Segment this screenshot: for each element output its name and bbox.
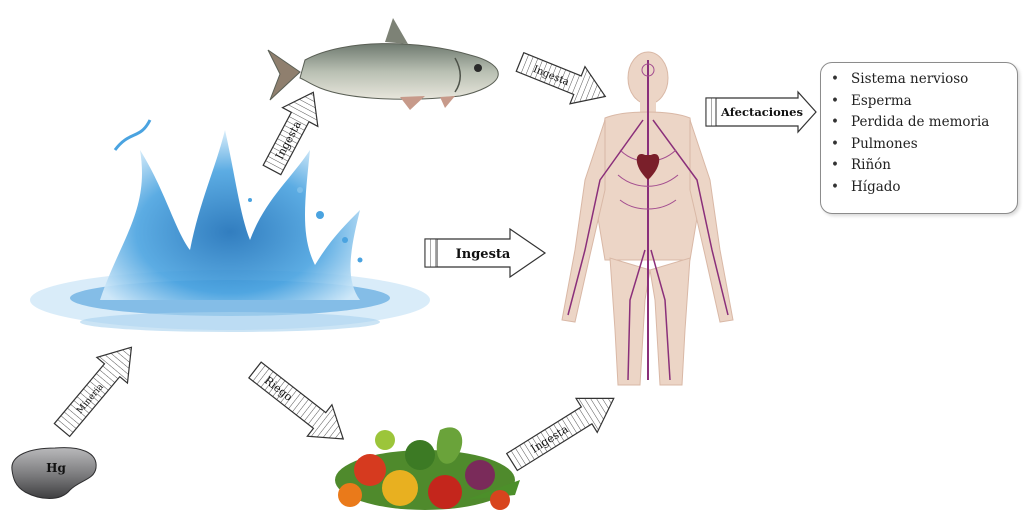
effect-item-lungs: Pulmones: [851, 134, 1017, 156]
hg-label: Hg: [46, 461, 66, 475]
arrow-water-to-fish: Ingesta: [254, 83, 331, 179]
fish-image: [268, 18, 498, 110]
water-splash-image: [30, 120, 430, 332]
arrow-vegetables-to-body: Ingesta: [501, 381, 624, 479]
arrow-water-to-vegetables: Riego: [243, 354, 356, 454]
effect-item-memory-loss: Perdida de memoria: [851, 112, 1017, 134]
effect-item-sperm: Esperma: [851, 91, 1017, 113]
effect-item-liver: Hígado: [851, 177, 1017, 199]
effect-item-nervous-system: Sistema nervioso: [851, 69, 1017, 91]
arrow-water-to-body: Ingesta: [425, 229, 545, 277]
arrow-hg-to-water: Mineria: [47, 334, 147, 442]
arrow-body-to-effects: Afectaciones: [706, 92, 816, 132]
effects-list-box: Sistema nervioso Esperma Perdida de memo…: [820, 62, 1018, 214]
mercury-rock-image: Hg: [12, 448, 96, 499]
arrow-fish-to-body: Ingesta: [513, 43, 613, 115]
effects-list: Sistema nervioso Esperma Perdida de memo…: [821, 63, 1017, 198]
arrow-label-afectaciones: Afectaciones: [720, 105, 803, 119]
effect-item-kidney: Riñón: [851, 155, 1017, 177]
vegetables-image: [335, 427, 520, 510]
arrow-label-ingesta-3: Ingesta: [456, 247, 511, 262]
